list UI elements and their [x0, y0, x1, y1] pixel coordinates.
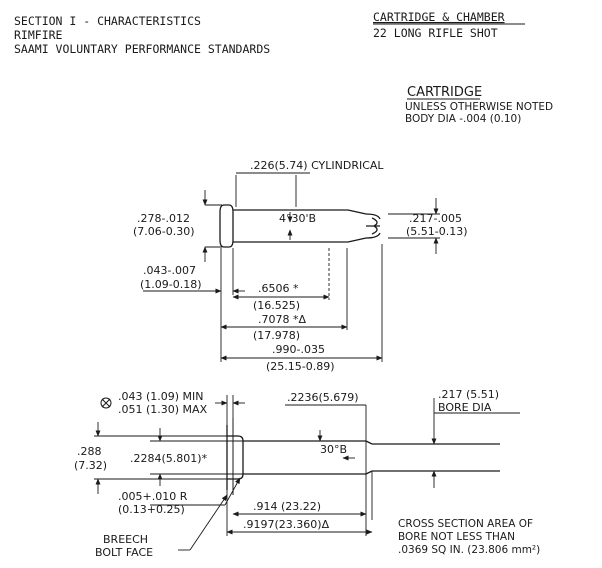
len3-label-b: (25.15-0.89) — [266, 360, 335, 373]
header-saami: SAAMI VOLUNTARY PERFORMANCE STANDARDS — [14, 42, 270, 56]
cartridge-note1: UNLESS OTHERWISE NOTED — [405, 101, 553, 113]
mouth-dia-label-a: .217-.005 — [409, 212, 462, 225]
bore-dia-label-b: BORE DIA — [438, 401, 492, 414]
rim-dia-label-a: .278-.012 — [137, 212, 190, 225]
cartridge-note2: BODY DIA -.004 (0.10) — [405, 113, 521, 125]
gauge-symbol-icon — [100, 397, 112, 409]
cartridge-title: CARTRIDGE — [407, 85, 482, 100]
len1-label-b: (16.525) — [253, 299, 300, 312]
chamber-labels: .043 (1.09) MIN .051 (1.30) MAX .2236(5.… — [74, 388, 540, 559]
crimp-angle-label: 4°30'B — [279, 212, 316, 225]
len2-label-b: (17.978) — [253, 329, 300, 342]
cartridge-heading: CARTRIDGE UNLESS OTHERWISE NOTED BODY DI… — [405, 85, 553, 125]
rim-dia-label-b: (7.06-0.30) — [133, 225, 195, 238]
header-rimfire: RIMFIRE — [14, 28, 63, 42]
xsec-line3: .0369 SQ IN. (23.806 mm²) — [398, 544, 540, 556]
rim-thick-label-b: (1.09-0.18) — [140, 278, 202, 291]
headspace-min-label: .043 (1.09) MIN — [118, 390, 204, 403]
breech-label-b: BOLT FACE — [95, 546, 153, 559]
cartridge-crimp-bottom — [347, 237, 367, 243]
chamber-dimensions — [94, 395, 520, 551]
headspace-max-label: .051 (1.30) MAX — [118, 403, 208, 416]
cartridge-crimp-top — [347, 209, 367, 215]
cartridge-dimensions — [143, 172, 440, 362]
throat-top — [365, 440, 373, 445]
breech-leader — [189, 494, 228, 551]
radius-label-a: .005+.010 R — [118, 490, 188, 503]
xsec-line2: BORE NOT LESS THAN — [398, 531, 515, 543]
header-caliber: 22 LONG RIFLE SHOT — [373, 26, 498, 40]
rim-thick-label-a: .043-.007 — [143, 264, 196, 277]
radius-label-b: (0.13+0.25) — [118, 503, 185, 516]
len1-label-a: .6506 * — [258, 282, 299, 295]
rim-recess-radius — [237, 435, 244, 480]
header: SECTION I - CHARACTERISTICS RIMFIRE SAAM… — [14, 10, 525, 56]
radius-arrow — [224, 477, 241, 506]
chamber-len2-label: .9197(23.360)Δ — [243, 518, 330, 531]
chamber-len1-label: .914 (23.22) — [253, 500, 321, 513]
xsec-line1: CROSS SECTION AREA OF — [398, 518, 533, 530]
header-cartridge-chamber: CARTRIDGE & CHAMBER — [373, 10, 505, 24]
rim-recess-label-a: .288 — [77, 445, 102, 458]
header-section-title: SECTION I - CHARACTERISTICS — [14, 14, 201, 28]
mouth-dia-label-b: (5.51-0.13) — [406, 225, 468, 238]
throat-bottom — [365, 470, 373, 475]
breech-label-a: BREECH — [103, 533, 148, 546]
len2-label-a: .7078 *Δ — [258, 313, 306, 326]
rim-recess-label-b: (7.32) — [74, 459, 107, 472]
cartridge-outline — [219, 204, 381, 248]
cyl-label: .226(5.74) CYLINDRICAL — [250, 159, 384, 172]
chamber-angle-label: 30°B — [320, 443, 347, 456]
cartridge-labels: .226(5.74) CYLINDRICAL .278-.012 (7.06-0… — [133, 159, 468, 373]
body-dia-label: .2284(5.801)* — [130, 452, 208, 465]
len3-label-a: .990-.035 — [272, 343, 325, 356]
bore-dia-label-a: .217 (5.51) — [438, 388, 499, 401]
throat-dia-label: .2236(5.679) — [287, 391, 359, 404]
chamber-outline — [226, 418, 500, 495]
cartridge-crimp-star — [365, 213, 381, 239]
cartridge-rim — [219, 204, 234, 248]
